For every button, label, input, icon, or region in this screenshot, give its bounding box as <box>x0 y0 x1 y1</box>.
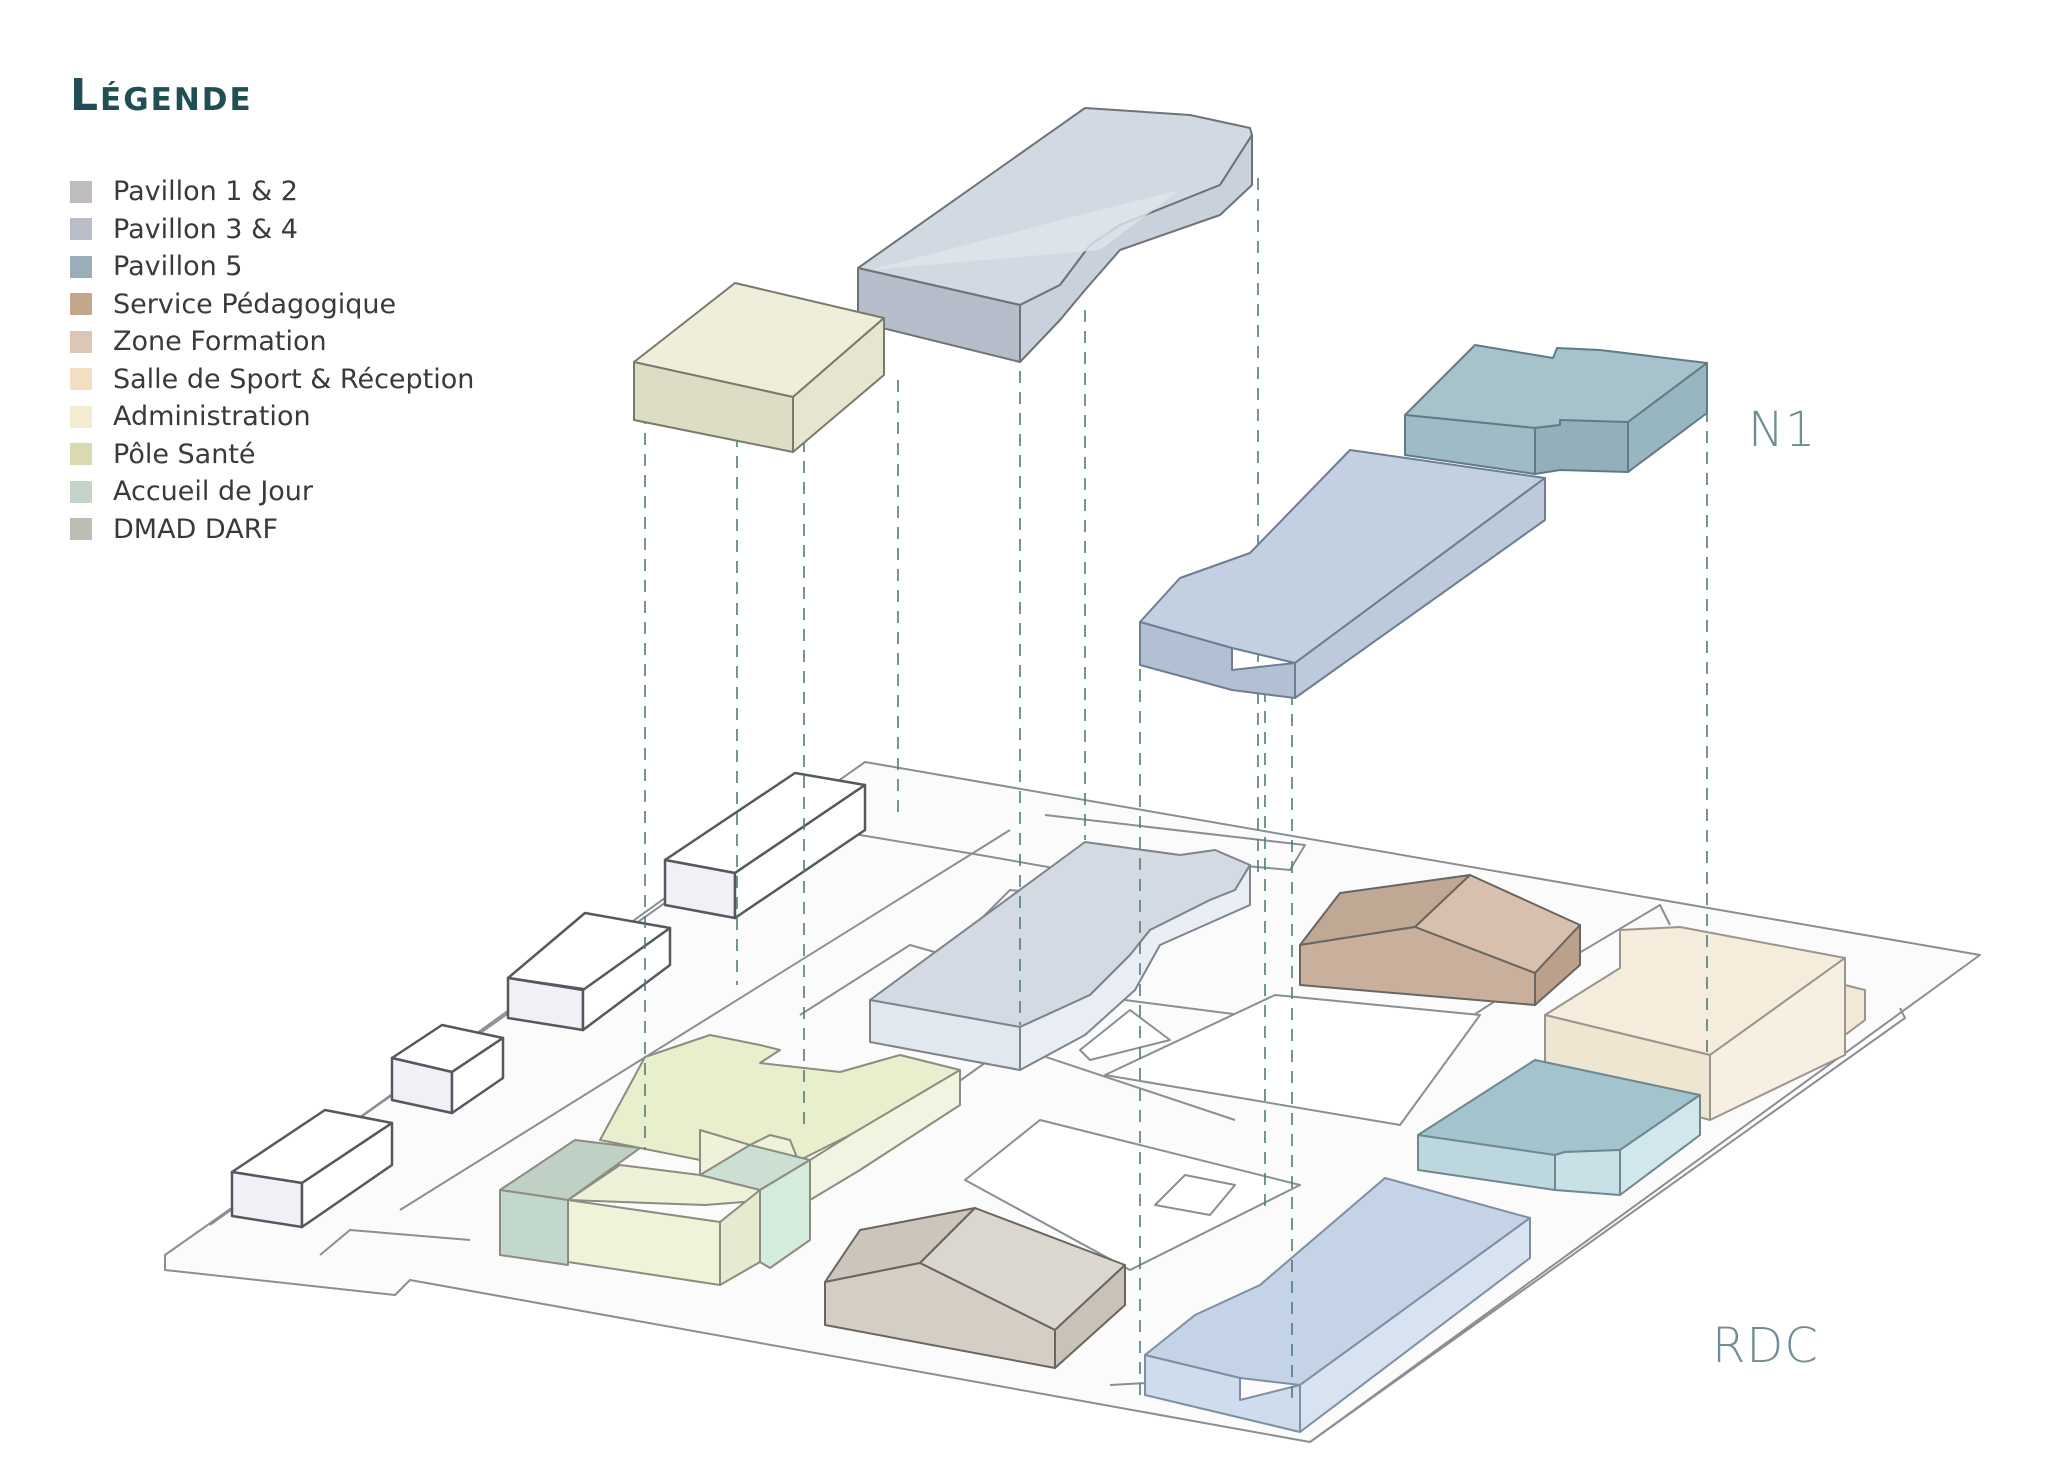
pavillon-1-2-upper-side <box>1294 477 1546 699</box>
pavillon-1-2-ground-top <box>1144 1177 1531 1386</box>
legend-label: Zone Formation <box>113 326 327 358</box>
zone-formation <box>824 1207 1126 1369</box>
small-building-side <box>733 783 867 920</box>
legend-item-pavillon-5: Pavillon 5 <box>70 248 474 286</box>
pavillon-5-upper-side <box>1627 362 1708 473</box>
left-complex <box>499 1034 961 1286</box>
zone-formation-side <box>1054 1264 1126 1369</box>
small-building-front <box>230 1170 304 1229</box>
legend-item-salle-de-sport: Salle de Sport & Réception <box>70 361 474 399</box>
legend-label: Pôle Santé <box>113 438 256 470</box>
legend-label: Pavillon 1 & 2 <box>113 176 298 208</box>
admin-side <box>719 1189 761 1286</box>
pavillon-5-ground-step <box>1554 1149 1621 1196</box>
pavillon-1-2-ground <box>1144 1177 1531 1433</box>
courtyard-4 <box>1079 1009 1171 1061</box>
site-inner-path-10 <box>319 1229 471 1256</box>
pavillon-5-upper-step <box>1534 419 1629 475</box>
accueil-de-jour-front <box>499 1189 569 1266</box>
legend-label: Pavillon 3 & 4 <box>113 213 298 245</box>
projection-lines <box>644 178 1708 1400</box>
small-building-2 <box>506 911 672 1032</box>
legend-item-pavillon-1-2: Pavillon 1 & 2 <box>70 173 474 211</box>
pavillon-5-ground <box>1417 1059 1701 1196</box>
legend-item-pole-sante: Pôle Santé <box>70 436 474 474</box>
salle-de-sport-side <box>1709 957 1846 1121</box>
pavillon-5-upper <box>1404 344 1708 475</box>
legend-title: Légende <box>70 70 253 121</box>
legend-label: Administration <box>113 401 311 433</box>
legend-swatch <box>70 518 92 541</box>
pole-sante-upper-side <box>792 317 885 453</box>
service-pedagogique <box>1299 874 1581 1006</box>
small-building-side <box>581 926 672 1032</box>
pole-sante-side <box>809 1069 961 1201</box>
small-building-1 <box>663 771 867 920</box>
pavillon-3-4-upper-highlight <box>870 190 1180 270</box>
courtyard-2 <box>964 1119 1301 1271</box>
small-building-side <box>300 1121 394 1229</box>
legend-swatch <box>70 480 92 503</box>
legend-swatch <box>70 330 92 353</box>
legend-item-administration: Administration <box>70 398 474 436</box>
pavillon-1-2-upper-top <box>1139 449 1546 664</box>
pavillon-1-2-upper <box>1139 449 1546 699</box>
small-building-4 <box>230 1108 394 1229</box>
courtyard-3 <box>1154 1174 1236 1216</box>
small-building-3 <box>390 1023 505 1115</box>
level-label-rdc: RDC <box>1712 1318 1819 1374</box>
pavillon-3-4-upper <box>857 107 1253 363</box>
legend-swatch <box>70 443 92 466</box>
legend-label: Service Pédagogique <box>113 288 397 320</box>
small-building-side <box>450 1036 505 1115</box>
legend-label: DMAD DARF <box>113 513 279 545</box>
pavillon-3-4-ground-side <box>1019 864 1251 1071</box>
legend-label: Pavillon 5 <box>113 251 243 283</box>
legend-swatch <box>70 218 92 241</box>
small-buildings <box>230 771 867 1229</box>
legend-item-accueil-de-jour: Accueil de Jour <box>70 473 474 511</box>
legend-item-pavillon-3-4: Pavillon 3 & 4 <box>70 211 474 249</box>
legend-list: Pavillon 1 & 2 Pavillon 3 & 4 Pavillon 5… <box>70 173 474 548</box>
legend-swatch <box>70 368 92 391</box>
pavillon-1-2-ground-side <box>1299 1217 1531 1433</box>
level-label-n1: N1 <box>1748 402 1817 458</box>
legend-swatch <box>70 255 92 278</box>
pavillon-5-ground-side <box>1619 1094 1701 1196</box>
site-inner-path-3 <box>399 829 1011 1211</box>
legend-item-service-pedagogique: Service Pédagogique <box>70 286 474 324</box>
pole-sante-upper <box>633 282 885 453</box>
legend-label: Accueil de Jour <box>113 476 314 508</box>
legend-swatch <box>70 405 92 428</box>
legend-swatch <box>70 293 92 316</box>
legend-item-zone-formation: Zone Formation <box>70 323 474 361</box>
salle-de-sport-annex <box>1844 984 1866 1036</box>
service-pedagogique-side <box>1534 924 1581 1006</box>
legend: Légende Pavillon 1 & 2 Pavillon 3 & 4 Pa… <box>70 70 474 548</box>
legend-swatch <box>70 180 92 203</box>
legend-label: Salle de Sport & Réception <box>113 363 475 395</box>
site-edge-right <box>1309 1007 1906 1443</box>
legend-item-dmad-darf: DMAD DARF <box>70 511 474 549</box>
pavillon-3-4-ground <box>869 841 1251 1071</box>
